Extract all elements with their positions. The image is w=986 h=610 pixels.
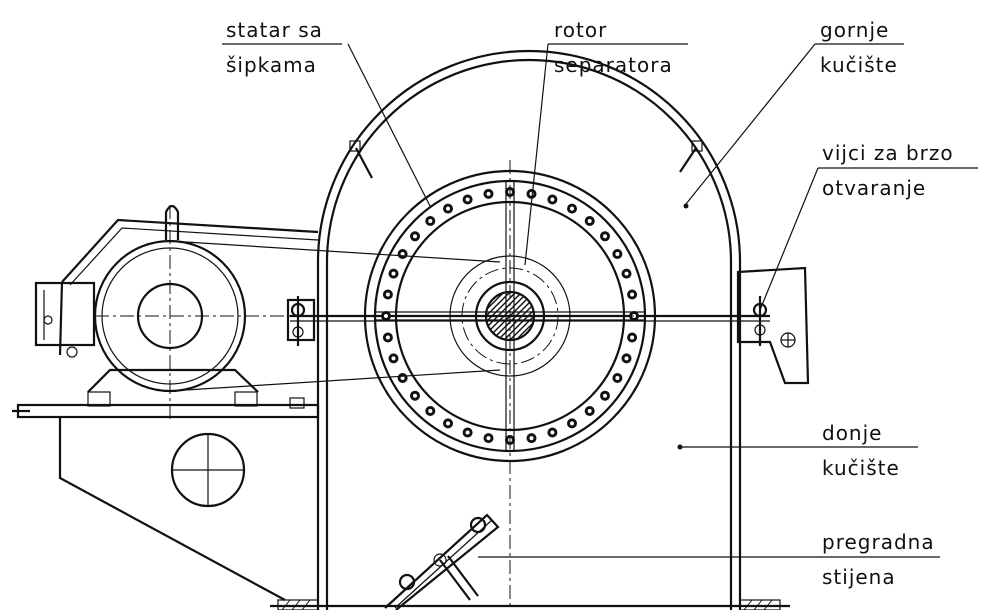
- partition-wall: [384, 513, 500, 610]
- label-stator-2: šipkama: [226, 53, 317, 77]
- callout-labels: statar sa šipkama rotor separatora gornj…: [226, 18, 954, 589]
- motor-terminal-box: [34, 281, 96, 347]
- motor-lifting-eye: [164, 204, 180, 240]
- label-rotor-1: rotor: [554, 18, 607, 42]
- leader-stator: [347, 43, 431, 207]
- housing-outer-wall: [316, 49, 742, 610]
- label-partition-1: pregradna: [822, 530, 935, 554]
- label-quick-bolts-1: vijci za brzo: [822, 141, 954, 165]
- vent-right: [679, 147, 697, 173]
- motor-base-plate: [16, 403, 320, 419]
- quick-bolt-right: [736, 266, 810, 385]
- support-frame: [58, 417, 286, 601]
- motor: [12, 204, 501, 601]
- label-lower-housing-2: kučište: [822, 456, 900, 480]
- leader-upper-housing: [685, 43, 816, 205]
- label-upper-housing-1: gornje: [820, 18, 889, 42]
- vent-left: [355, 147, 373, 179]
- label-partition-2: stijena: [822, 565, 896, 589]
- label-upper-housing-2: kučište: [820, 53, 898, 77]
- housing-inner-wall: [325, 58, 733, 610]
- label-quick-bolts-2: otvaranje: [822, 176, 926, 200]
- separator-assembly: [95, 160, 657, 610]
- stator-bars: [381, 187, 639, 445]
- label-lower-housing-1: donje: [822, 421, 882, 445]
- leader-quick-bolts: [759, 167, 819, 311]
- drive-belt-top: [169, 240, 501, 263]
- label-stator-1: statar sa: [226, 18, 323, 42]
- drive-belt-bottom: [169, 369, 501, 392]
- leader-rotor: [524, 43, 549, 266]
- label-rotor-2: separatora: [554, 53, 673, 77]
- leader-lines: [222, 43, 978, 558]
